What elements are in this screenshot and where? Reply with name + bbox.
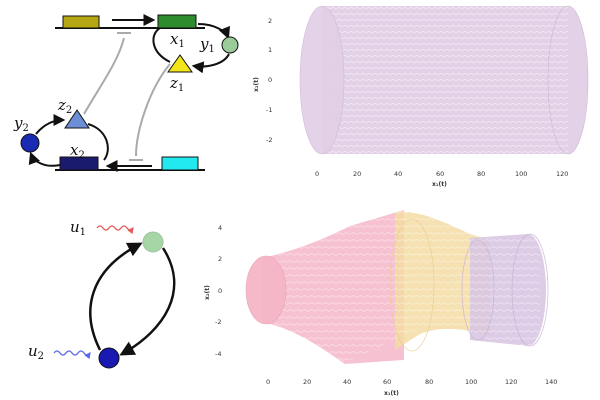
ylabel-top: x₂(t) [253,77,260,92]
xtick: 120 [505,378,517,386]
coupling-diagram: u1 u2 [28,218,176,369]
tube-bottom-end-right [511,233,549,347]
arrow-bottom-to-top [89,242,143,351]
arrow-z2-loop [87,123,109,161]
ytick: 2 [268,17,272,25]
ytick: 4 [218,224,222,232]
label-u2: u2 [28,342,44,362]
node-y2 [20,133,40,153]
xtick: 20 [303,378,311,386]
ylabel-bottom: x₂(t) [204,285,211,300]
arrow-x1-to-y1 [197,23,230,40]
xtick: 80 [425,378,433,386]
promoter-bottom [161,156,199,171]
node-top [142,231,164,253]
plot-bottom: 4 2 0 -2 -4 x₂(t) 0 20 40 60 80 100 120 … [204,210,557,397]
xtick: 60 [436,170,444,178]
tube-bottom-inner-purple [461,239,495,341]
xtick: 120 [556,170,568,178]
signal-u2 [53,350,91,360]
arrow-y2-to-z2 [35,114,66,135]
tube-top-texture [322,6,568,154]
ytick: -4 [215,350,221,358]
xtick: 100 [465,378,477,386]
ytick: -1 [266,106,272,114]
label-x1: x1 [170,30,185,50]
node-bottom [98,347,120,369]
ytick: -2 [215,318,221,326]
xtick: 140 [545,378,557,386]
ytick: 2 [218,255,222,263]
node-z1 [167,54,193,73]
tube-bottom-inner-yellow [389,218,435,352]
promoter-top [62,15,100,29]
label-x2: x2 [70,141,85,161]
label-y2: y2 [13,114,29,134]
node-z2 [64,109,90,129]
xtick: 20 [353,170,361,178]
arrow-top-to-bottom [119,247,176,356]
xtick: 100 [515,170,527,178]
tube-bottom-texture [262,210,540,364]
xtick: 60 [383,378,391,386]
xtick: 80 [477,170,485,178]
ytick: 1 [268,46,272,54]
signal-u1 [96,225,134,235]
node-y1 [221,36,239,54]
label-y1: y1 [199,35,215,55]
label-u1: u1 [70,218,86,238]
xticks-bottom: 0 20 40 60 80 100 120 140 [266,378,557,386]
gene-circuit: x1 y1 z1 x2 z2 y2 [13,14,239,172]
gene-x1 [157,14,197,29]
yticks-top: 2 1 0 -1 -2 [266,17,272,144]
xticks-top: 0 20 40 60 80 100 120 [315,170,568,178]
xtick: 40 [394,170,402,178]
xlabel-top: x₁(t) [432,181,447,188]
tube-top-end-left [299,5,345,155]
repression-z2-to-top [83,37,125,115]
xtick: 40 [343,378,351,386]
tube-top-end-right [547,5,589,155]
plot-top: 2 1 0 -1 -2 x₂(t) 0 20 40 60 80 100 1 2 0 … [253,5,589,188]
xtick: 0 [266,378,270,386]
label-z1: z1 [169,74,184,94]
arrow-x2-to-y2 [28,151,61,167]
arrow-y1-to-z1 [191,53,230,74]
label-z2: z2 [57,96,72,116]
ytick: 0 [218,287,222,295]
yticks-bottom: 4 2 0 -2 -4 [215,224,222,358]
gene-x2 [59,156,99,171]
ytick: -2 [266,136,272,144]
xlabel-bottom: x₁(t) [384,390,399,397]
repression-z1-to-bottom [135,63,171,157]
tube-bottom-end-left [245,255,287,325]
ytick: 0 [268,76,272,84]
arrow-z1-loop [152,27,171,63]
xtick: 0 [315,170,319,178]
